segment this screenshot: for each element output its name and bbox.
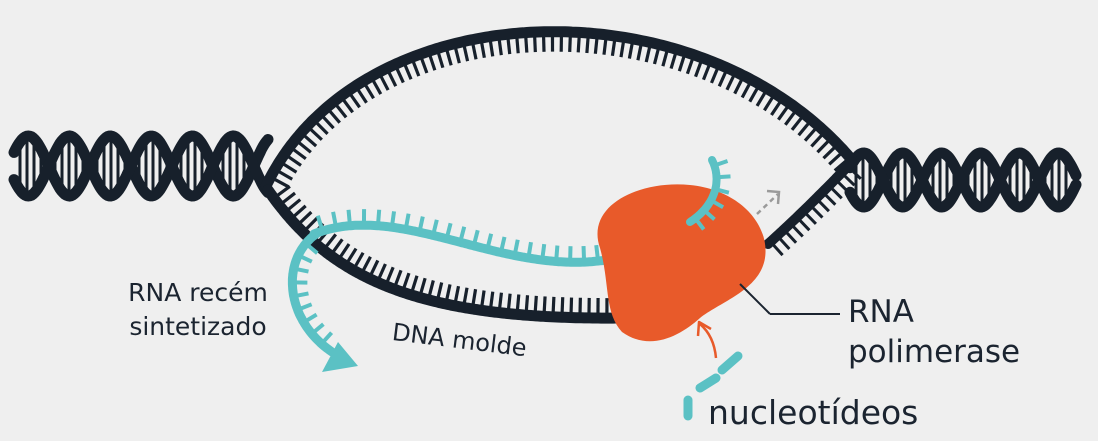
rna-tail: [287, 229, 337, 357]
dna-double-helix-right: [844, 147, 1082, 213]
rna-arrowhead: [322, 342, 358, 372]
rna-exit-strand: [686, 156, 731, 231]
polymerase-label-line1: RNA: [848, 294, 914, 330]
template-strand-backbone: [262, 184, 628, 324]
rna-exit-backbone: [686, 156, 721, 226]
rna-transcript: [287, 209, 611, 357]
coding-strand-backbone: [260, 26, 858, 192]
new-rna-label-line2: sintetizado: [129, 312, 267, 341]
polymerase-label-line2: polimerase: [848, 334, 1021, 370]
new-rna-label-line1: RNA recém: [128, 278, 268, 307]
dna-template-strand: [262, 184, 628, 324]
new-rna-label: RNA recém sintetizado: [108, 276, 288, 344]
nucleotide: [695, 373, 721, 393]
dna-double-helix-left: [8, 130, 274, 202]
direction-arrowhead: [766, 189, 781, 205]
nucleotide-entry-arrowhead: [696, 320, 712, 337]
nucleotides-label: nucleotídeos: [708, 393, 919, 432]
polymerase-label: RNA polimerase: [848, 292, 1020, 372]
dna-coding-strand: [260, 26, 862, 257]
nucleotide-entry-arrow: [699, 323, 718, 359]
rna-backbone: [309, 220, 611, 267]
nucleotide-pieces: [683, 351, 743, 421]
helix-backbone-a: [8, 130, 274, 202]
helix-backbone-b: [8, 130, 274, 202]
rna-polymerase-blob: [597, 184, 766, 342]
polymerase-leader-line: [739, 283, 771, 315]
coding-strand-rejoin: [763, 157, 857, 249]
helix-backbone-b: [844, 147, 1082, 213]
nucleotide: [717, 351, 743, 375]
direction-arrow: [756, 193, 779, 215]
rna-arrowhead-shape: [322, 342, 358, 372]
